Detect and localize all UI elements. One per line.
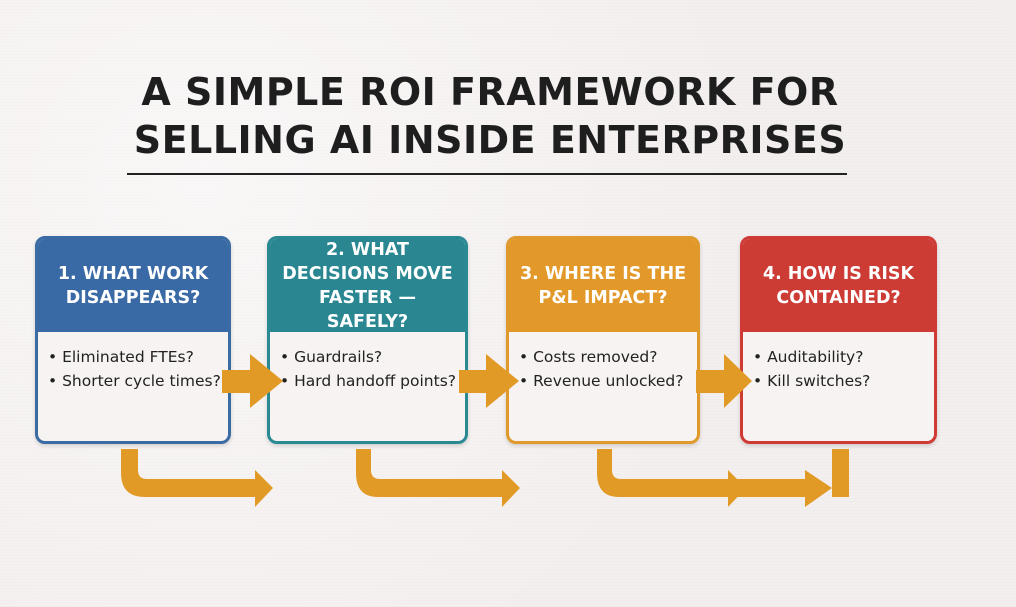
title-line-2: SELLING AI INSIDE ENTERPRISES bbox=[133, 118, 847, 162]
step-heading: 1. WHAT WORK DISAPPEARS? bbox=[38, 239, 228, 332]
step-card-4: 4. HOW IS RISK CONTAINED? Auditability? … bbox=[740, 236, 937, 444]
page-title: A SIMPLE ROI FRAMEWORK FOR SELLING AI IN… bbox=[100, 68, 880, 164]
step-heading: 3. WHERE IS THE P&L IMPACT? bbox=[509, 239, 697, 332]
step-bullets: Auditability? Kill switches? bbox=[743, 332, 934, 392]
bullet-item: Revenue unlocked? bbox=[509, 370, 697, 392]
step-card-3: 3. WHERE IS THE P&L IMPACT? Costs remove… bbox=[506, 236, 700, 444]
bullet-item: Shorter cycle times? bbox=[38, 370, 228, 392]
bullet-item: Kill switches? bbox=[743, 370, 934, 392]
step-bullets: Guardrails? Hard handoff points? bbox=[270, 332, 465, 392]
bullet-item: Eliminated FTEs? bbox=[38, 346, 228, 368]
bullet-item: Guardrails? bbox=[270, 346, 465, 368]
bullet-item: Auditability? bbox=[743, 346, 934, 368]
step-card-1: 1. WHAT WORK DISAPPEARS? Eliminated FTEs… bbox=[35, 236, 231, 444]
title-line-1: A SIMPLE ROI FRAMEWORK FOR bbox=[141, 70, 839, 114]
title-underline bbox=[127, 173, 847, 175]
step-heading: 2. WHAT DECISIONS MOVE FASTER — SAFELY? bbox=[270, 239, 465, 332]
step-heading: 4. HOW IS RISK CONTAINED? bbox=[743, 239, 934, 332]
bullet-item: Costs removed? bbox=[509, 346, 697, 368]
bullet-item: Hard handoff points? bbox=[270, 370, 465, 392]
step-bullets: Eliminated FTEs? Shorter cycle times? bbox=[38, 332, 228, 392]
step-bullets: Costs removed? Revenue unlocked? bbox=[509, 332, 697, 392]
step-card-2: 2. WHAT DECISIONS MOVE FASTER — SAFELY? … bbox=[267, 236, 468, 444]
